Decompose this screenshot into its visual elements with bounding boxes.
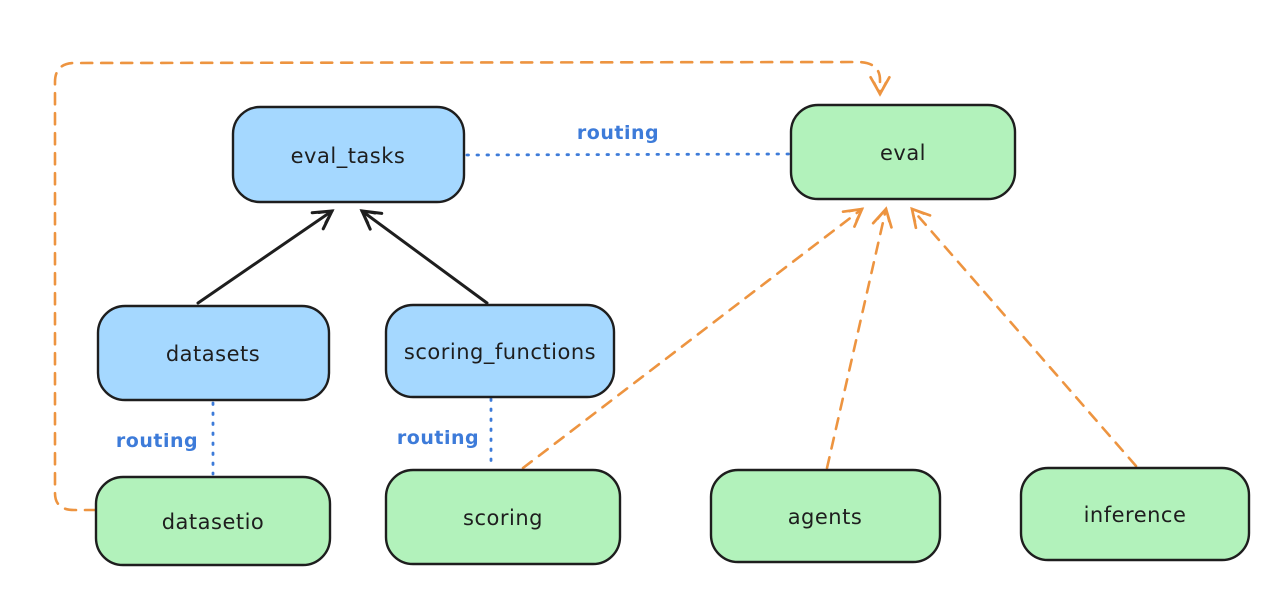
node-scoring-box bbox=[384, 468, 622, 566]
node-scoring-functions-label: scoring_functions bbox=[404, 340, 596, 365]
node-inference-box bbox=[1019, 466, 1251, 562]
node-eval-tasks-box bbox=[231, 105, 466, 204]
node-agents: agents bbox=[709, 468, 942, 564]
node-datasets-label: datasets bbox=[166, 342, 260, 366]
node-inference: inference bbox=[1019, 466, 1251, 562]
node-agents-label: agents bbox=[788, 505, 863, 529]
edge-label-routing-mid: routing bbox=[397, 427, 479, 449]
node-scoring-label: scoring bbox=[463, 506, 543, 530]
node-datasets-box bbox=[96, 304, 331, 402]
node-datasetio: datasetio bbox=[94, 475, 332, 567]
node-eval-box bbox=[789, 103, 1017, 201]
edge-scoring-to-eval bbox=[521, 207, 865, 470]
node-scoring-functions-box bbox=[384, 303, 616, 399]
node-datasets: datasets bbox=[96, 304, 331, 402]
node-eval: eval bbox=[789, 103, 1017, 201]
node-eval-tasks: eval_tasks bbox=[231, 105, 466, 204]
node-agents-box bbox=[709, 468, 942, 564]
node-eval-tasks-label: eval_tasks bbox=[291, 144, 406, 169]
edge-agents-to-eval bbox=[825, 206, 893, 470]
node-inference-label: inference bbox=[1084, 503, 1187, 527]
node-scoring: scoring bbox=[384, 468, 622, 566]
edge-inference-to-eval bbox=[910, 206, 1138, 468]
node-eval-label: eval bbox=[880, 141, 926, 165]
edge-scoring-functions-to-eval-tasks bbox=[359, 209, 489, 305]
node-scoring-functions: scoring_functions bbox=[384, 303, 616, 399]
node-datasetio-box bbox=[94, 475, 332, 567]
edge-label-routing-top: routing bbox=[577, 122, 659, 144]
edge-label-routing-left: routing bbox=[116, 430, 198, 452]
edge-datasets-to-eval-tasks bbox=[196, 209, 335, 305]
edge-eval-tasks-to-eval bbox=[465, 152, 791, 157]
node-datasetio-label: datasetio bbox=[162, 510, 265, 534]
